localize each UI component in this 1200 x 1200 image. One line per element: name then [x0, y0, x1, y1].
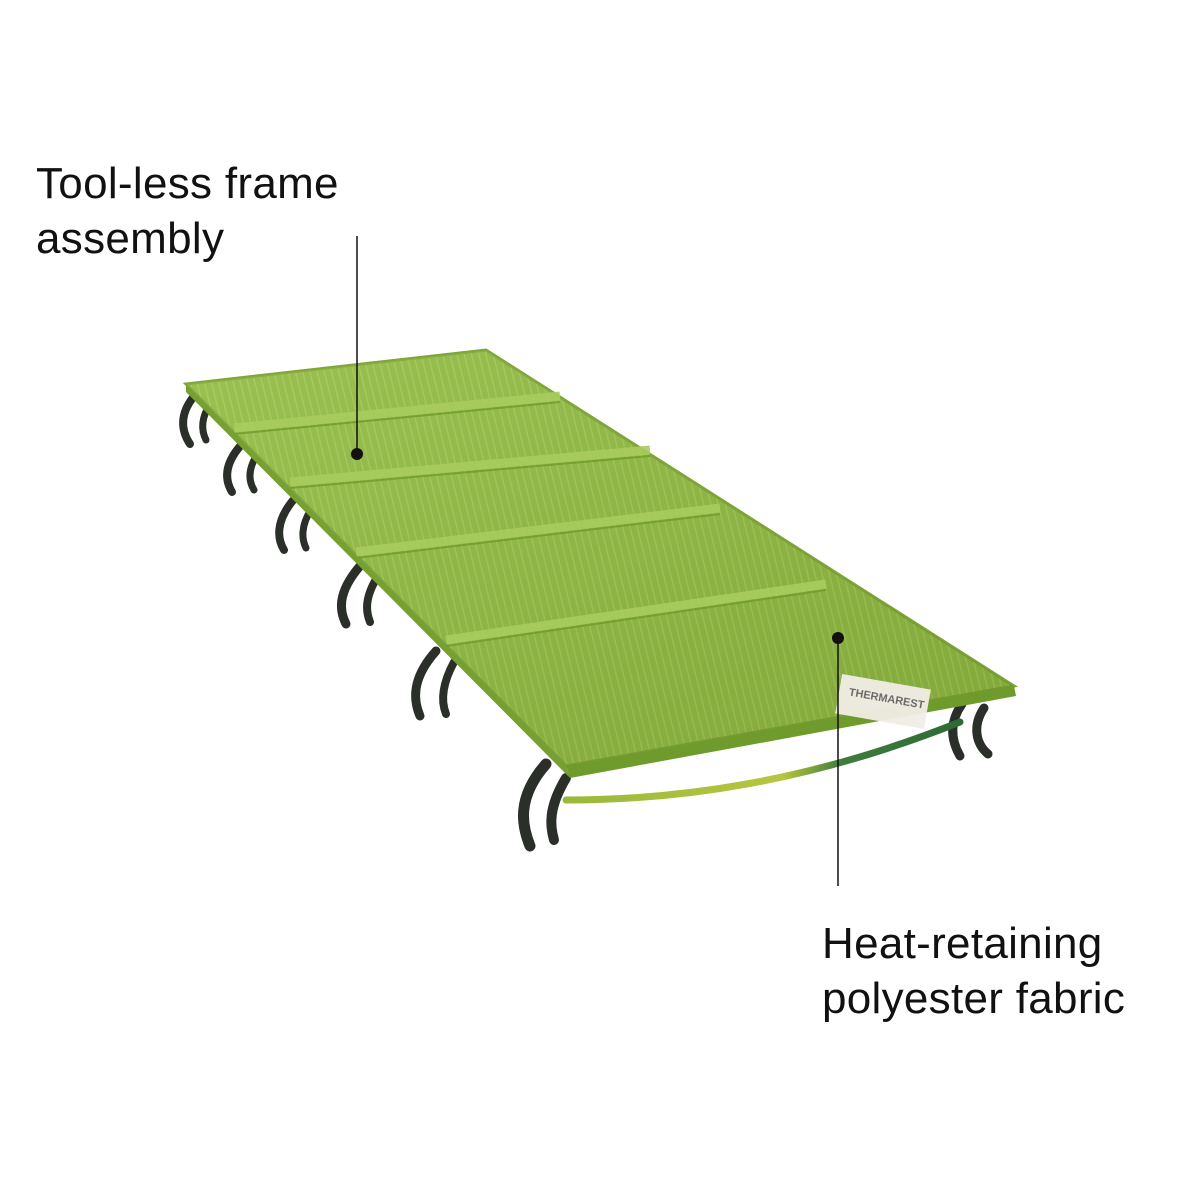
- callout-leaders: [351, 236, 844, 886]
- callout-frame-line1: Tool-less frame: [36, 159, 339, 208]
- callout-polyester-fabric: Heat-retaining polyester fabric: [822, 916, 1125, 1026]
- leg-7: [948, 699, 993, 761]
- cross-bar: [562, 718, 964, 804]
- panel-seams: [233, 391, 827, 645]
- leg-6: [518, 758, 571, 852]
- callout-frame-assembly: Tool-less frame assembly: [36, 156, 339, 266]
- leader-dot-frame: [351, 448, 363, 460]
- leader-dot-fabric: [832, 632, 844, 644]
- leg-5: [411, 646, 458, 721]
- brand-label: THERMAREST: [835, 673, 931, 729]
- callout-frame-line2: assembly: [36, 214, 225, 263]
- cot-deck: [182, 348, 1019, 778]
- callout-fabric-line1: Heat-retaining: [822, 919, 1103, 968]
- callout-fabric-line2: polyester fabric: [822, 974, 1126, 1023]
